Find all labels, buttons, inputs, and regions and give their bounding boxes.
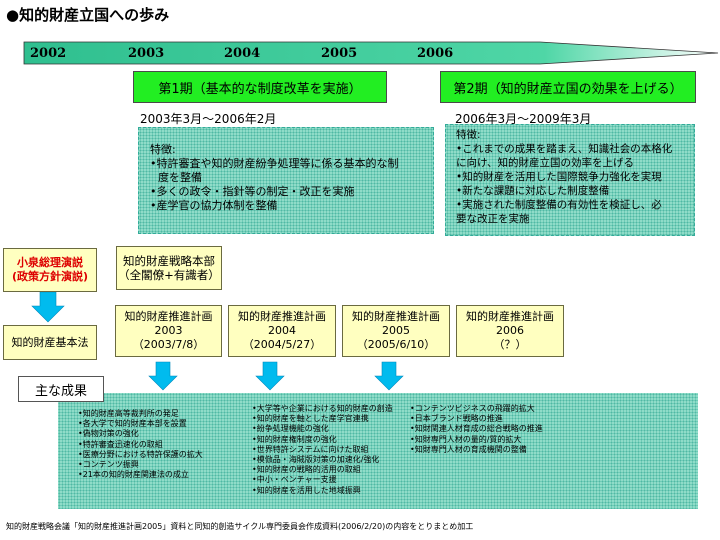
outcome-item: •特許審査迅速化の取組 <box>78 439 163 449</box>
down-arrow-koizumi <box>31 291 65 323</box>
plan-date: （2004/5/27） <box>242 338 322 351</box>
outcomes-list-3: •コンテンツビジネスの飛躍的拡大 •日本ブランド戦略の推進 •知財関連人材育成の… <box>410 404 543 455</box>
hq-line1: 知的財産戦略本部 <box>123 254 215 268</box>
features-title: 特徴: <box>150 143 176 156</box>
feature-item: •特許審査や知的財産紛争処理等に係る基本的な制 <box>150 157 399 170</box>
outcome-item: •知財関連人材育成の総合戦略の推進 <box>410 424 543 434</box>
outcome-item: •知的財産権制度の強化 <box>252 434 337 444</box>
feature-item: •産学官の協力体制を整備 <box>150 199 278 212</box>
phase2-features: 特徴: •これまでの成果を踏まえ、知識社会の本格化 に向け、知的財産立国の効率を… <box>456 128 672 226</box>
plan-box-2005: 知的財産推進計画 2005 （2005/6/10） <box>342 305 450 357</box>
phase2-heading: 第2期（知的財産立国の効果を上げる） <box>440 71 696 103</box>
outcome-item: •世界特許システムに向けた取組 <box>252 444 369 454</box>
outcome-item: •知的財産を軸とした産学官連携 <box>252 414 369 424</box>
year-label: 2003 <box>128 46 165 61</box>
plan-title: 知的財産推進計画 <box>238 310 326 323</box>
plan-year: 2005 <box>382 324 410 337</box>
down-arrow-plan-2004 <box>255 361 285 391</box>
down-arrow-plan-2003 <box>148 361 178 391</box>
feature-item: に向け、知的財産立国の効率を上げる <box>456 157 634 169</box>
feature-item: 度を整備 <box>158 171 202 184</box>
year-label: 2004 <box>224 46 261 61</box>
phase2-period: 2006年3月～2009年3月 <box>455 112 592 126</box>
ip-strategy-hq-box: 知的財産戦略本部 （全閣僚+有識者） <box>116 246 222 290</box>
year-label: 2002 <box>30 46 67 61</box>
plan-box-2003: 知的財産推進計画 2003 （2003/7/8） <box>115 305 222 357</box>
outcome-item: •知財専門人材の育成機関の整備 <box>410 444 527 454</box>
feature-item: 要な改正を実施 <box>456 213 530 225</box>
features-title: 特徴: <box>456 129 481 141</box>
phase2-features-box <box>445 124 695 236</box>
outcome-item: •知財専門人材の量的/質的拡大 <box>410 434 522 444</box>
outcome-item: •各大学で知的財産本部を設置 <box>78 419 187 429</box>
plan-year: 2004 <box>268 324 296 337</box>
outcomes-panel <box>58 393 698 509</box>
plan-title: 知的財産推進計画 <box>352 310 440 323</box>
phase1-period: 2003年3月～2006年2月 <box>140 112 277 126</box>
plan-year: 2003 <box>154 324 183 337</box>
plan-date: （2005/6/10） <box>356 338 436 351</box>
footnote: 知的財産戦略会議「知的財産推進計画2005」資料と同知的創造サイクル専門委員会作… <box>6 522 474 531</box>
year-label: 2006 <box>417 46 454 61</box>
outcome-item: •日本ブランド戦略の推進 <box>410 414 503 424</box>
year-label: 2005 <box>321 46 358 61</box>
feature-item: •新たな課題に対応した制度整備 <box>456 185 610 197</box>
outcome-item: •紛争処理機能の強化 <box>252 424 329 434</box>
outcome-item: •21本の知的財産関連法の成立 <box>78 470 189 480</box>
plan-title: 知的財産推進計画 <box>466 310 554 323</box>
plan-date: （2003/7/8） <box>132 338 205 351</box>
outcome-item: •知的財産高等裁判所の発足 <box>78 409 179 418</box>
outcome-item: •大学等や企業における知的財産の創造 <box>252 404 393 413</box>
feature-item: •これまでの成果を踏まえ、知識社会の本格化 <box>456 143 673 155</box>
outcome-item: •医療分野における特許保護の拡大 <box>78 449 203 459</box>
outcome-item: •知的財産を活用した地域振興 <box>252 485 361 495</box>
plan-date: （？） <box>493 338 527 351</box>
timeline-arrow <box>23 41 719 65</box>
outcome-item: •模倣品・海賊版対策の加速化/強化 <box>252 455 380 465</box>
plan-box-2006: 知的財産推進計画 2006 （？） <box>456 305 564 357</box>
hq-line2: （全閣僚+有識者） <box>118 268 220 282</box>
outcome-item: •コンテンツ振興 <box>78 460 139 470</box>
basic-law-label: 知的財産基本法 <box>11 335 89 349</box>
outcomes-list-2: •大学等や企業における知的財産の創造 •知的財産を軸とした産学官連携 •紛争処理… <box>252 404 393 496</box>
feature-item: •知的財産を活用した国際競争力強化を実現 <box>456 171 662 183</box>
outcome-item: •中小・ベンチャー支援 <box>252 475 337 485</box>
outcome-item: •コンテンツビジネスの飛躍的拡大 <box>410 404 535 413</box>
plan-box-2004: 知的財産推進計画 2004 （2004/5/27） <box>228 305 336 357</box>
plan-year: 2006 <box>496 324 524 337</box>
koizumi-line2: (政策方針演説) <box>11 270 89 283</box>
feature-item: •多くの政令・指針等の制定・改正を実施 <box>150 185 355 198</box>
basic-law-box: 知的財産基本法 <box>3 325 97 360</box>
koizumi-line1: 小泉総理演説 <box>17 256 83 269</box>
page-title: ●知的財産立国への歩み <box>6 6 170 24</box>
koizumi-speech-box: 小泉総理演説 (政策方針演説) <box>3 248 97 292</box>
feature-item: •実施された制度整備の有効性を検証し、必 <box>456 199 662 211</box>
outcome-item: •偽物対策の強化 <box>78 429 139 439</box>
outcomes-list-1: •知的財産高等裁判所の発足 •各大学で知的財産本部を設置 •偽物対策の強化 •特… <box>78 409 203 480</box>
plan-title: 知的財産推進計画 <box>124 310 213 323</box>
phase1-heading: 第1期（基本的な制度改革を実施） <box>133 71 387 103</box>
down-arrow-plan-2005 <box>374 361 404 391</box>
phase1-features-box <box>138 127 434 234</box>
phase1-features: 特徴: •特許審査や知的財産紛争処理等に係る基本的な制 度を整備 •多くの政令・… <box>150 143 399 213</box>
achievements-label: 主な成果 <box>18 376 104 402</box>
outcome-item: •知的財産の戦略的活用の取組 <box>252 465 361 475</box>
